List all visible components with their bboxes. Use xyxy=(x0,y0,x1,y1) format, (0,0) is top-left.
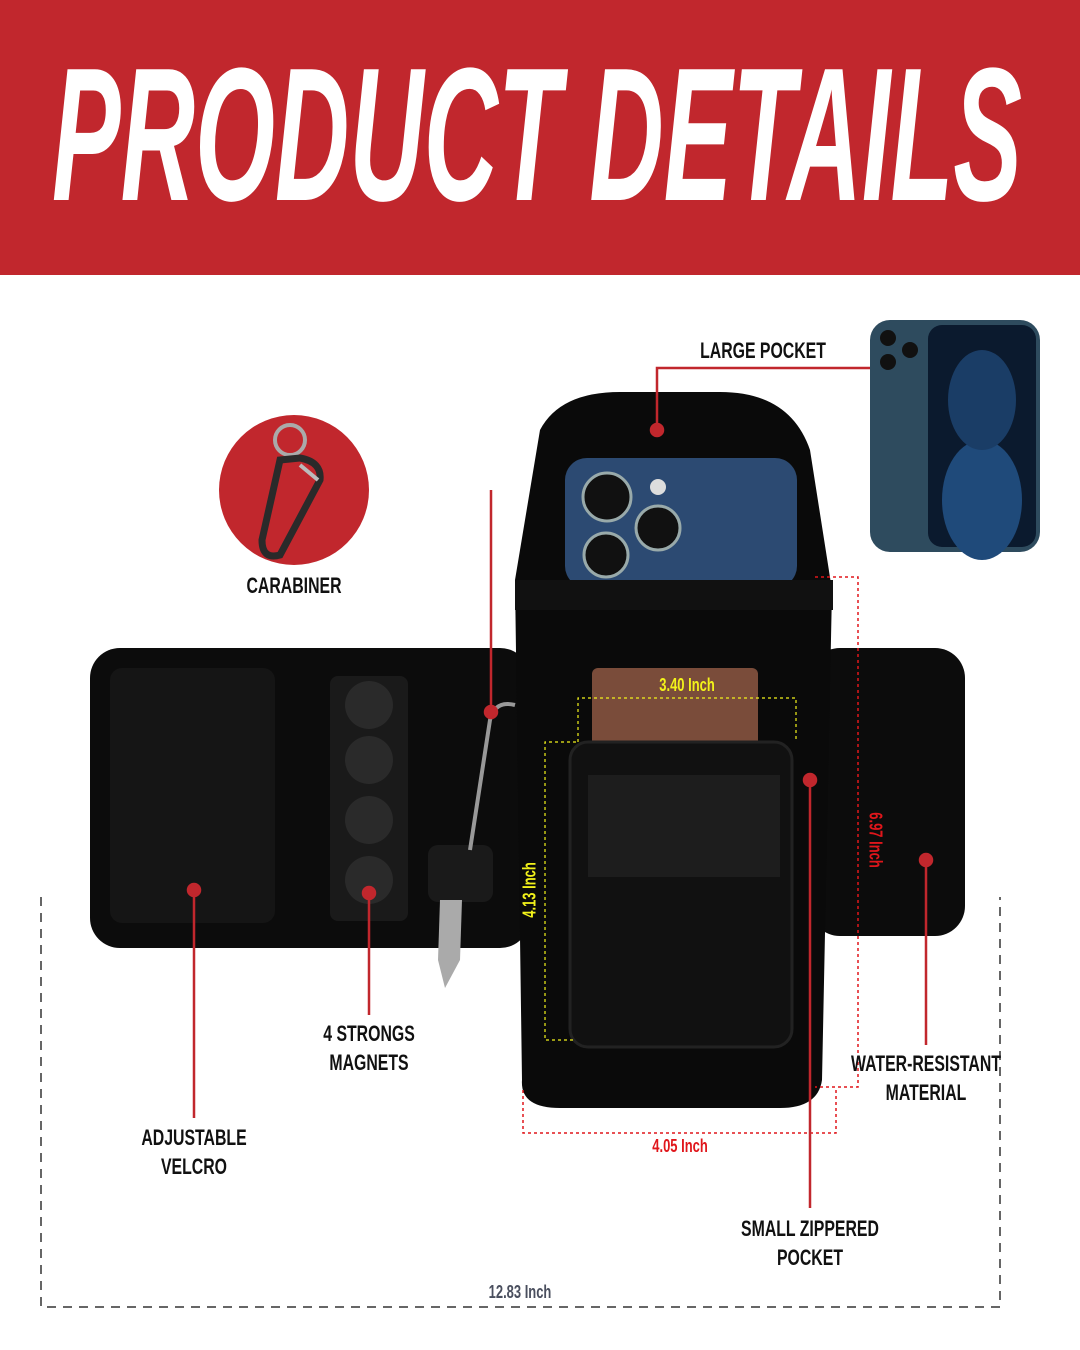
card-width-line xyxy=(577,697,797,742)
page-title: PRODUCT DETAILS xyxy=(52,29,1022,241)
header-banner: PRODUCT DETAILS xyxy=(0,0,1080,275)
dim-card-width: 3.40 Inch xyxy=(659,675,715,695)
leader-large-pocket xyxy=(655,366,870,430)
key-icon xyxy=(428,702,516,988)
pouch-width-line xyxy=(522,1090,837,1134)
dim-total-length: 12.83 Inch xyxy=(488,1282,552,1302)
velcro-patch xyxy=(110,668,275,923)
label-velcro-line1: ADJUSTABLE xyxy=(141,1125,247,1150)
label-magnets: 4 STRONGS MAGNETS xyxy=(323,1019,415,1077)
dim-pouch-height: 6.97 Inch xyxy=(865,812,886,868)
band-right xyxy=(810,648,965,936)
carabiner-icon xyxy=(258,423,324,560)
label-small-pocket-line2: POCKET xyxy=(776,1245,844,1270)
total-length-line xyxy=(40,897,1001,1308)
label-water-resistant: WATER-RESISTANT MATERIAL xyxy=(851,1049,1001,1107)
label-magnets-line2: MAGNETS xyxy=(329,1050,409,1075)
card xyxy=(592,668,758,748)
label-velcro: ADJUSTABLE VELCRO xyxy=(141,1123,246,1181)
small-pocket-height-line xyxy=(544,741,576,1041)
label-small-pocket: SMALL ZIPPERED POCKET xyxy=(741,1214,879,1272)
carabiner-badge xyxy=(219,415,369,565)
label-velcro-line2: VELCRO xyxy=(160,1154,228,1179)
label-magnets-line1: 4 STRONGS xyxy=(323,1021,415,1046)
title-svg: PRODUCT DETAILS xyxy=(52,29,1022,241)
dim-pouch-width: 4.05 Inch xyxy=(652,1136,708,1156)
label-water-line1: WATER-RESISTANT xyxy=(851,1051,1001,1076)
label-small-pocket-line1: SMALL ZIPPERED xyxy=(741,1216,879,1241)
label-carabiner: CARABINER xyxy=(246,573,342,598)
label-large-pocket: LARGE POCKET xyxy=(700,338,826,363)
label-water-line2: MATERIAL xyxy=(885,1080,967,1105)
phone-image xyxy=(870,320,1040,560)
dim-small-pocket-height: 4.13 Inch xyxy=(519,862,540,918)
